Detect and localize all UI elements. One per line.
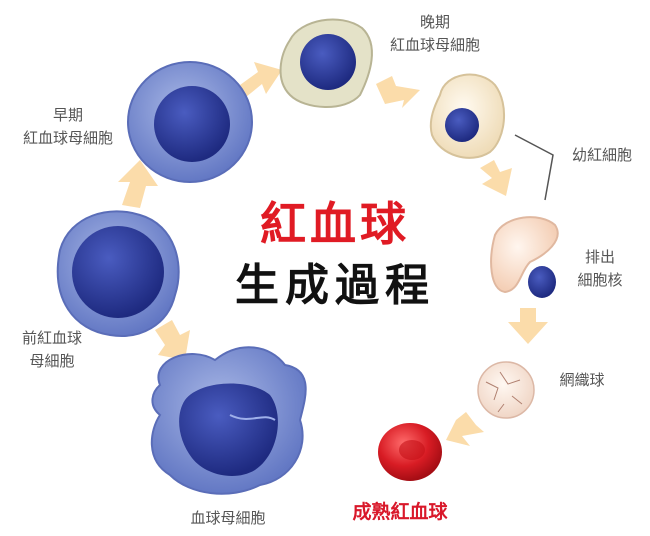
normoblast-bracket xyxy=(514,134,554,201)
nucleus-ejection-cell xyxy=(490,216,559,298)
arrow-2 xyxy=(118,160,158,208)
arrow-4 xyxy=(376,76,420,108)
reticulocyte-cell xyxy=(477,361,535,419)
early-erythroblast-cell xyxy=(127,61,253,183)
proerythroblast-cell xyxy=(56,210,180,337)
arrow-3 xyxy=(240,62,282,97)
normoblast-cell xyxy=(429,73,506,159)
arrow-5 xyxy=(480,160,512,196)
arrows xyxy=(118,62,548,446)
title-line-1: 紅血球 xyxy=(260,197,410,251)
label-normoblast: 幼紅細胞 xyxy=(572,146,632,164)
label-nucleus-ejection-1: 排出 xyxy=(585,248,615,266)
title-line-2: 生成過程 xyxy=(235,260,435,311)
arrow-6 xyxy=(508,308,548,344)
label-proerythroblast-1: 前紅血球 xyxy=(22,329,82,347)
label-early-erythroblast-1: 早期 xyxy=(53,106,83,124)
hemocytoblast-cell xyxy=(150,346,307,495)
label-reticulocyte: 網織球 xyxy=(559,371,604,389)
label-late-erythroblast-2: 紅血球母細胞 xyxy=(390,36,480,54)
label-early-erythroblast-2: 紅血球母細胞 xyxy=(23,129,113,147)
label-proerythroblast-2: 母細胞 xyxy=(29,352,74,370)
label-hemocytoblast: 血球母細胞 xyxy=(190,509,265,527)
arrow-1 xyxy=(155,320,190,360)
label-mature-rbc: 成熟紅血球 xyxy=(352,500,448,523)
label-nucleus-ejection-2: 細胞核 xyxy=(577,271,622,289)
mature-rbc-cell xyxy=(378,423,442,481)
label-late-erythroblast-1: 晚期 xyxy=(420,13,450,31)
arrow-7 xyxy=(446,412,484,446)
late-erythroblast-cell xyxy=(279,18,373,108)
